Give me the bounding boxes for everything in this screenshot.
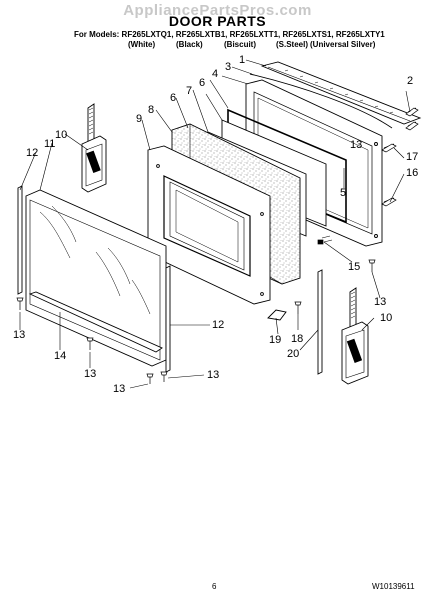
callout-18: 18 bbox=[291, 333, 303, 345]
callout-3: 3 bbox=[225, 61, 231, 73]
page-number: 6 bbox=[212, 582, 217, 591]
callout-labels: 1 2 3 4 5 6 6 7 8 9 10 10 11 12 12 13 13… bbox=[13, 54, 418, 395]
callout-15: 15 bbox=[348, 261, 360, 273]
bottom-trim-part bbox=[28, 291, 163, 353]
callout-19: 19 bbox=[269, 334, 281, 346]
callout-14: 14 bbox=[54, 350, 66, 362]
clip-part bbox=[267, 309, 287, 321]
page-title: DOOR PARTS bbox=[168, 13, 267, 29]
callout-12a: 12 bbox=[26, 147, 38, 159]
callout-13e: 13 bbox=[374, 296, 386, 308]
callout-13f: 13 bbox=[350, 139, 362, 151]
seal-strip-part bbox=[249, 73, 393, 129]
callout-13a: 13 bbox=[13, 329, 25, 341]
color-label: (S.Steel) bbox=[276, 40, 309, 49]
callout-6a: 6 bbox=[199, 77, 205, 89]
callout-2: 2 bbox=[407, 75, 413, 87]
side-trim-left bbox=[17, 185, 23, 295]
callout-17: 17 bbox=[406, 151, 418, 163]
callout-7: 7 bbox=[186, 85, 192, 97]
callout-5: 5 bbox=[340, 187, 346, 199]
color-label: (Biscuit) bbox=[224, 40, 256, 49]
callout-1: 1 bbox=[239, 54, 245, 66]
vent-trim-part bbox=[260, 61, 422, 125]
color-label: (White) bbox=[128, 40, 156, 49]
callout-10a: 10 bbox=[55, 129, 67, 141]
callout-9: 9 bbox=[136, 113, 142, 125]
callout-6b: 6 bbox=[170, 92, 176, 104]
door-liner-part bbox=[147, 145, 271, 305]
leader-lines bbox=[19, 59, 411, 389]
callout-13c: 13 bbox=[113, 383, 125, 395]
callout-4: 4 bbox=[212, 68, 218, 80]
watermark: AppliancePartsPros.com bbox=[123, 2, 312, 19]
callout-12b: 12 bbox=[212, 319, 224, 331]
outer-door-glass bbox=[25, 189, 167, 367]
hinge-left bbox=[81, 103, 107, 193]
callout-8: 8 bbox=[148, 104, 154, 116]
callout-11: 11 bbox=[44, 138, 55, 150]
door-bracket-part bbox=[317, 269, 323, 375]
callout-16: 16 bbox=[406, 167, 418, 179]
color-label: (Black) bbox=[176, 40, 203, 49]
side-trim-right bbox=[165, 265, 171, 373]
callout-13d: 13 bbox=[207, 369, 219, 381]
callout-20: 20 bbox=[287, 348, 299, 360]
models-line: For Models: RF265LXTQ1, RF265LXTB1, RF26… bbox=[74, 30, 385, 39]
callout-13b: 13 bbox=[84, 368, 96, 380]
color-label: (Universal Silver) bbox=[310, 40, 376, 49]
screw-group bbox=[16, 107, 419, 384]
document-code: W10139611 bbox=[372, 582, 415, 591]
hinge-right bbox=[341, 287, 369, 385]
callout-10b: 10 bbox=[380, 312, 392, 324]
